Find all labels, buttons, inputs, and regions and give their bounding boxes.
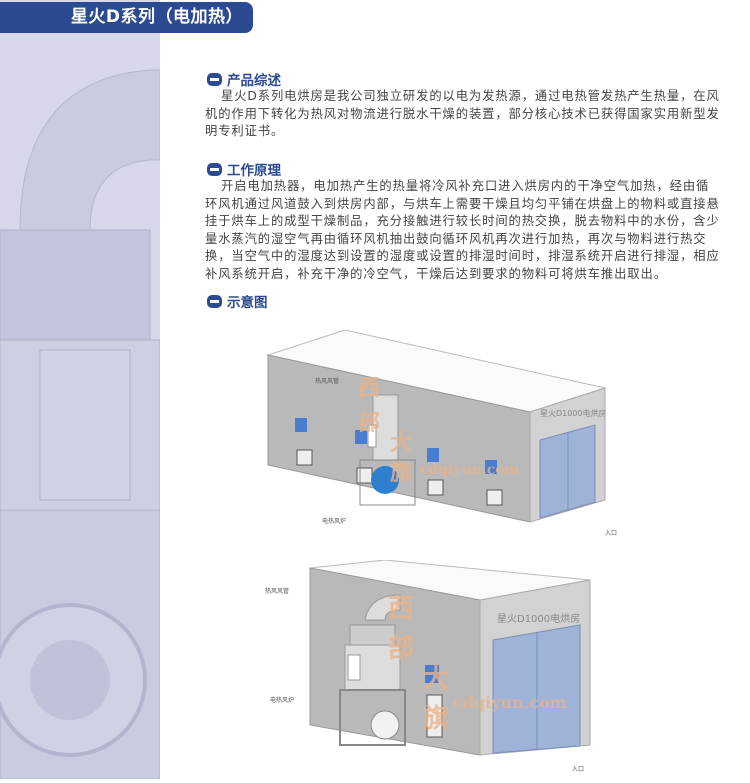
drying-room-diagram-1: 热风风管 电热风炉 星火D1000电烘房 入口 西 部 大 旗 cdqiyun.… (260, 329, 620, 540)
heater-label: 电热风炉 (270, 697, 295, 704)
heater-label: 电热风炉 (322, 518, 347, 525)
entrance-label: 入口 (572, 766, 585, 773)
text-line: 机的作用下转化为热风对物流进行脱水干燥的装置，部分核心技术已获得国家实用新型发 (205, 106, 720, 121)
page-title-banner: 星火D系列（电加热） (0, 2, 253, 33)
section-heading-diagram: 示意图 (207, 292, 268, 311)
section-bullet-icon (207, 72, 222, 86)
watermark-char: 大 (423, 664, 450, 694)
principle-paragraph: 开启电加热器，电加热产生的热量将冷风补充口进入烘房内的干净空气加热，经由循 环风… (205, 178, 720, 283)
section-heading-principle: 工作原理 (207, 160, 281, 179)
watermark-url: cdqiyun.com (420, 462, 520, 478)
section-bullet-icon (207, 162, 222, 176)
watermark-char: 西 (388, 594, 415, 624)
room-name-label: 星火D1000电烘房 (540, 409, 607, 418)
watermark-char: 旗 (390, 460, 413, 486)
text-line: 星火D系列电烘房是我公司独立研发的以电为发热源，通过电热管发热产生热量，在风 (221, 89, 720, 103)
text-line: 量水蒸汽的湿空气再由循环风机抽出鼓向循环风机再次进行加热，再次与物料进行热交 (205, 231, 707, 246)
watermark-char: 部 (358, 410, 381, 436)
text-line: 环风机通过风道鼓入到烘房内部，与烘车上需要干燥且均匀平铺在烘盘上的物料或直接悬 (205, 196, 720, 211)
background-machine-image (0, 0, 160, 779)
watermark-char: 旗 (423, 704, 450, 734)
section-bullet-icon (207, 294, 222, 308)
section-heading-overview: 产品综述 (207, 70, 281, 89)
room-name-label: 星火D1000电烘房 (497, 614, 581, 625)
section-title: 工作原理 (227, 163, 281, 179)
watermark-char: 部 (388, 634, 415, 664)
overview-paragraph: 星火D系列电烘房是我公司独立研发的以电为发热源，通过电热管发热产生热量，在风 机… (205, 88, 720, 141)
section-title: 产品综述 (227, 73, 281, 89)
watermark-char: 大 (390, 430, 413, 456)
watermark-char: 西 (358, 375, 381, 401)
text-line: 换，当空气中的湿度达到设置的湿度或设置的排湿时间时，排湿系统开启进行排湿，相应 (205, 249, 720, 263)
page-title: 星火D系列（电加热） (70, 7, 243, 27)
section-title: 示意图 (227, 295, 268, 311)
duct-label: 热风风管 (315, 378, 340, 385)
text-line: 明专利证书。 (205, 124, 285, 138)
entrance-label: 入口 (605, 530, 618, 537)
text-line: 开启电加热器，电加热产生的热量将冷风补充口进入烘房内的干净空气加热，经由循 (221, 179, 710, 193)
watermark-url: cdqiyun.com (453, 693, 567, 712)
text-line: 挂于烘车上的成型干燥制品，充分接触进行较长时间的热交换，脱去物料中的水份，含少 (205, 214, 720, 228)
duct-label: 热风风管 (265, 588, 290, 595)
text-line: 补风系统开启，补充干净的冷空气，干燥后达到要求的物料可将烘车推出取出。 (205, 266, 667, 281)
drying-room-diagram-2: 热风风管 电热风炉 星火D1000电烘房 入口 西 部 大 旗 cdqiyun.… (240, 559, 620, 779)
